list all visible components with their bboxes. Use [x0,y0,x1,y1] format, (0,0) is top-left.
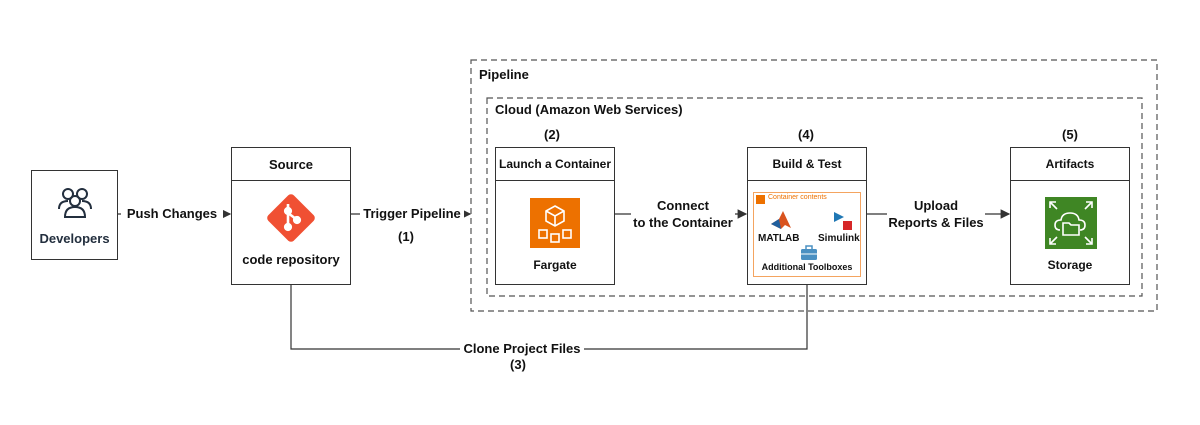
source-label: code repository [242,252,340,267]
developers-node: Developers [31,170,118,260]
trigger-step: (1) [398,229,414,244]
git-icon [267,194,315,242]
source-title: Source [232,148,350,181]
artifacts-node: Artifacts Storage [1010,147,1130,285]
developers-label: Developers [39,231,110,246]
connect-label-2: to the Container [633,215,733,230]
build-node: Build & Test Container contents MATLAB S… [747,147,867,285]
launch-title: Launch a Container [496,148,614,181]
fargate-icon [530,198,580,248]
pipeline-title: Pipeline [479,67,529,82]
container-contents-label: Container contents [768,194,827,201]
storage-icon [1045,197,1097,249]
artifacts-label: Storage [1047,258,1093,272]
clone-step: (3) [510,357,526,372]
source-node: Source code repository [231,147,351,285]
upload-label-2: Reports & Files [888,215,984,230]
push-label: Push Changes [126,206,218,221]
launch-label: Fargate [533,258,577,272]
clone-label: Clone Project Files [463,341,581,356]
trigger-label: Trigger Pipeline [363,206,461,221]
launch-node: Launch a Container Fargate [495,147,615,285]
simulink-label: Simulink [818,233,860,244]
upload-label-1: Upload [913,198,959,213]
build-step: (4) [798,127,814,142]
toolbox-icon [801,245,817,260]
container-contents-panel: Container contents MATLAB Simulink Addit… [753,192,861,277]
launch-step: (2) [544,127,560,142]
pipeline-frame [470,59,1158,312]
toolboxes-label: Additional Toolboxes [761,262,853,272]
cloud-title: Cloud (Amazon Web Services) [495,102,683,117]
matlab-icon [771,211,791,229]
cloud-frame [486,97,1143,297]
artifacts-title: Artifacts [1011,148,1129,181]
container-icon [756,195,765,204]
users-icon [58,188,92,218]
simulink-icon [834,212,852,230]
connect-label-1: Connect [657,198,709,213]
matlab-label: MATLAB [758,233,800,244]
build-title: Build & Test [748,148,866,181]
artifacts-step: (5) [1062,127,1078,142]
